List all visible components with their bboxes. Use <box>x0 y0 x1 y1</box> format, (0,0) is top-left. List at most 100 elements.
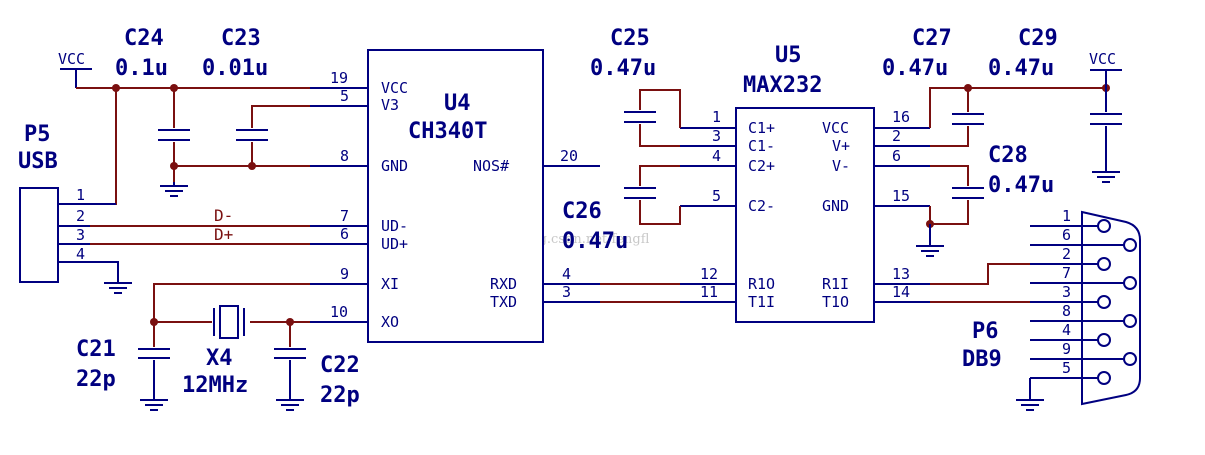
u5-max232-body <box>735 107 875 323</box>
c21-value: 22p <box>76 367 116 392</box>
ground-symbol <box>104 282 132 294</box>
capacitor-c25 <box>624 89 681 147</box>
u4-pin-ud-plus: UD+ <box>381 235 408 253</box>
p6-pin-9-num: 9 <box>1062 340 1071 358</box>
capacitor-c21 <box>138 322 170 411</box>
u4-pin-10-num: 10 <box>330 303 348 321</box>
u5-pin-c2p: C2+ <box>748 157 775 175</box>
p6-pin-8-num: 8 <box>1062 302 1071 320</box>
u4-pin-3-num: 3 <box>562 283 571 301</box>
p5-ref: P5 <box>24 122 51 147</box>
vcc-symbol-left <box>60 68 92 88</box>
u5-pin-15-num: 15 <box>892 187 910 205</box>
p5-pin-2-num: 2 <box>76 207 85 225</box>
vcc-label-left: VCC <box>58 50 85 68</box>
p5-pin-4-num: 4 <box>76 245 85 263</box>
p6-pin-3-num: 3 <box>1062 283 1071 301</box>
p6-pin-2-num: 2 <box>1062 245 1071 263</box>
u5-pin-5-num: 5 <box>712 187 721 205</box>
p6-ref: P6 <box>972 319 999 344</box>
c27-value: 0.47u <box>882 56 948 81</box>
c24-ref: C24 <box>124 26 164 51</box>
u4-pin-9-num: 9 <box>340 265 349 283</box>
p6-pin-1-num: 1 <box>1062 207 1071 225</box>
crystal-x4 <box>213 305 245 339</box>
u5-pin-11-num: 11 <box>700 283 718 301</box>
c29-value: 0.47u <box>988 56 1054 81</box>
p5-pin-3-num: 3 <box>76 226 85 244</box>
net-label-d-minus: D- <box>214 206 233 225</box>
c25-value: 0.47u <box>590 56 656 81</box>
u5-value: MAX232 <box>743 73 822 98</box>
u5-pin-r1i: R1I <box>822 275 849 293</box>
c28-value: 0.47u <box>988 173 1054 198</box>
u5-pin-14-num: 14 <box>892 283 910 301</box>
net-vcc-right <box>929 87 1106 128</box>
u5-pin-c1p: C1+ <box>748 119 775 137</box>
c26-ref: C26 <box>562 199 602 224</box>
capacitor-c26 <box>624 165 681 225</box>
c22-ref: C22 <box>320 353 360 378</box>
u5-pin-c2m: C2- <box>748 197 775 215</box>
x4-ref: X4 <box>206 346 233 371</box>
ground-symbol <box>160 182 188 197</box>
u4-pin-5-num: 5 <box>340 87 349 105</box>
junction <box>248 162 256 170</box>
net-vcc-to-usb1 <box>60 88 117 205</box>
u5-pin-t1o: T1O <box>822 293 849 311</box>
u5-ref: U5 <box>775 43 802 68</box>
c21-ref: C21 <box>76 337 116 362</box>
c27-ref: C27 <box>912 26 952 51</box>
u4-pin-19-num: 19 <box>330 69 348 87</box>
p5-value: USB <box>18 149 58 174</box>
u5-pin-r1o: R1O <box>748 275 775 293</box>
u5-pin-13-num: 13 <box>892 265 910 283</box>
u4-pin-7-num: 7 <box>340 207 349 225</box>
u5-pin-12-num: 12 <box>700 265 718 283</box>
u4-pin-6-num: 6 <box>340 225 349 243</box>
u4-pin-xo: XO <box>381 313 399 331</box>
c25-ref: C25 <box>610 26 650 51</box>
p6-pin-7-num: 7 <box>1062 264 1071 282</box>
p5-usb-connector <box>19 187 59 283</box>
u5-pin-3-num: 3 <box>712 127 721 145</box>
u4-ref: U4 <box>444 91 471 116</box>
p6-value: DB9 <box>962 347 1002 372</box>
u5-pin-16-num: 16 <box>892 108 910 126</box>
capacitor-c23 <box>236 105 310 166</box>
u5-pin-gnd: GND <box>822 197 849 215</box>
capacitor-c22 <box>274 322 306 411</box>
u4-pin-gnd: GND <box>381 157 408 175</box>
u4-pin-20-num: 20 <box>560 147 578 165</box>
c26-value: 0.47u <box>562 229 628 254</box>
ground-symbol <box>916 224 944 257</box>
p6-pin-4-num: 4 <box>1062 321 1071 339</box>
capacitor-c28 <box>930 165 984 225</box>
u5-pin-t1i: T1I <box>748 293 775 311</box>
u5-pin-6-num: 6 <box>892 147 901 165</box>
p6-pin-5-num: 5 <box>1062 359 1071 377</box>
u4-ch340t-body <box>367 49 544 343</box>
u4-pin-txd: TXD <box>490 293 517 311</box>
u5-pin-c1m: C1- <box>748 137 775 155</box>
u4-pin-8-num: 8 <box>340 147 349 165</box>
u5-pin-vm: V- <box>832 157 850 175</box>
p6-db9-connector <box>1016 210 1141 411</box>
capacitor-c27 <box>930 88 984 147</box>
u4-pin-v3: V3 <box>381 96 399 114</box>
u4-pin-nos: NOS# <box>473 157 509 175</box>
net-xi <box>153 283 310 322</box>
capacitor-c29 <box>1090 70 1122 183</box>
u4-pin-rxd: RXD <box>490 275 517 293</box>
vcc-label-right: VCC <box>1089 50 1116 68</box>
u5-pin-vcc: VCC <box>822 119 849 137</box>
c23-value: 0.01u <box>202 56 268 81</box>
u4-pin-vcc: VCC <box>381 79 408 97</box>
junction <box>170 162 178 170</box>
u5-pin-1-num: 1 <box>712 108 721 126</box>
net-r1i <box>930 263 1030 285</box>
c23-ref: C23 <box>221 26 261 51</box>
u4-pin-xi: XI <box>381 275 399 293</box>
p5-pin-1-num: 1 <box>76 186 85 204</box>
